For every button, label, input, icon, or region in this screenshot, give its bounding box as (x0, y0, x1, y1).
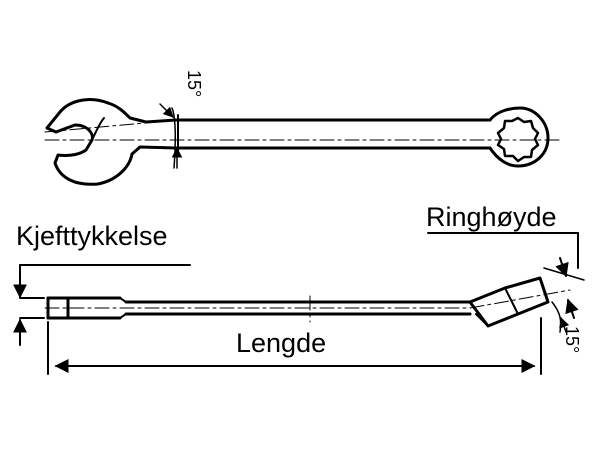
ring-height-dimension: Ringhøyde (426, 202, 585, 319)
angle-top-label: 15° (184, 70, 204, 97)
side-ring-divider (504, 287, 519, 315)
bottom-angle-arrow (559, 317, 570, 333)
jaw-inner-line (91, 117, 105, 141)
side-ring-base (475, 313, 489, 327)
ring-height-arrow-up (565, 298, 579, 319)
angle-bottom-label: 15° (562, 326, 582, 353)
ring-height-arrow-down (555, 257, 569, 278)
wrench-top-view: 15° (44, 70, 561, 186)
open-end-jaw (45, 98, 178, 186)
bottom-angle-dimension: 15° (551, 301, 582, 353)
top-angle-line (44, 119, 179, 133)
wrench-side-view (44, 276, 571, 328)
length-dimension: Lengde (47, 317, 542, 375)
length-label: Lengde (236, 328, 326, 358)
jaw-thickness-dimension: Kjefttykkelse (13, 221, 191, 346)
ring-twelve-point (496, 116, 540, 163)
side-offset-centerline (469, 289, 571, 309)
bottom-angle-arc (551, 301, 562, 333)
ring-height-label: Ringhøyde (426, 202, 557, 232)
jaw-thickness-label: Kjefttykkelse (16, 221, 168, 251)
open-end-jaw-upper (106, 101, 178, 124)
top-angle-arrow-upper (159, 103, 174, 118)
ring-end-outline (488, 106, 550, 168)
